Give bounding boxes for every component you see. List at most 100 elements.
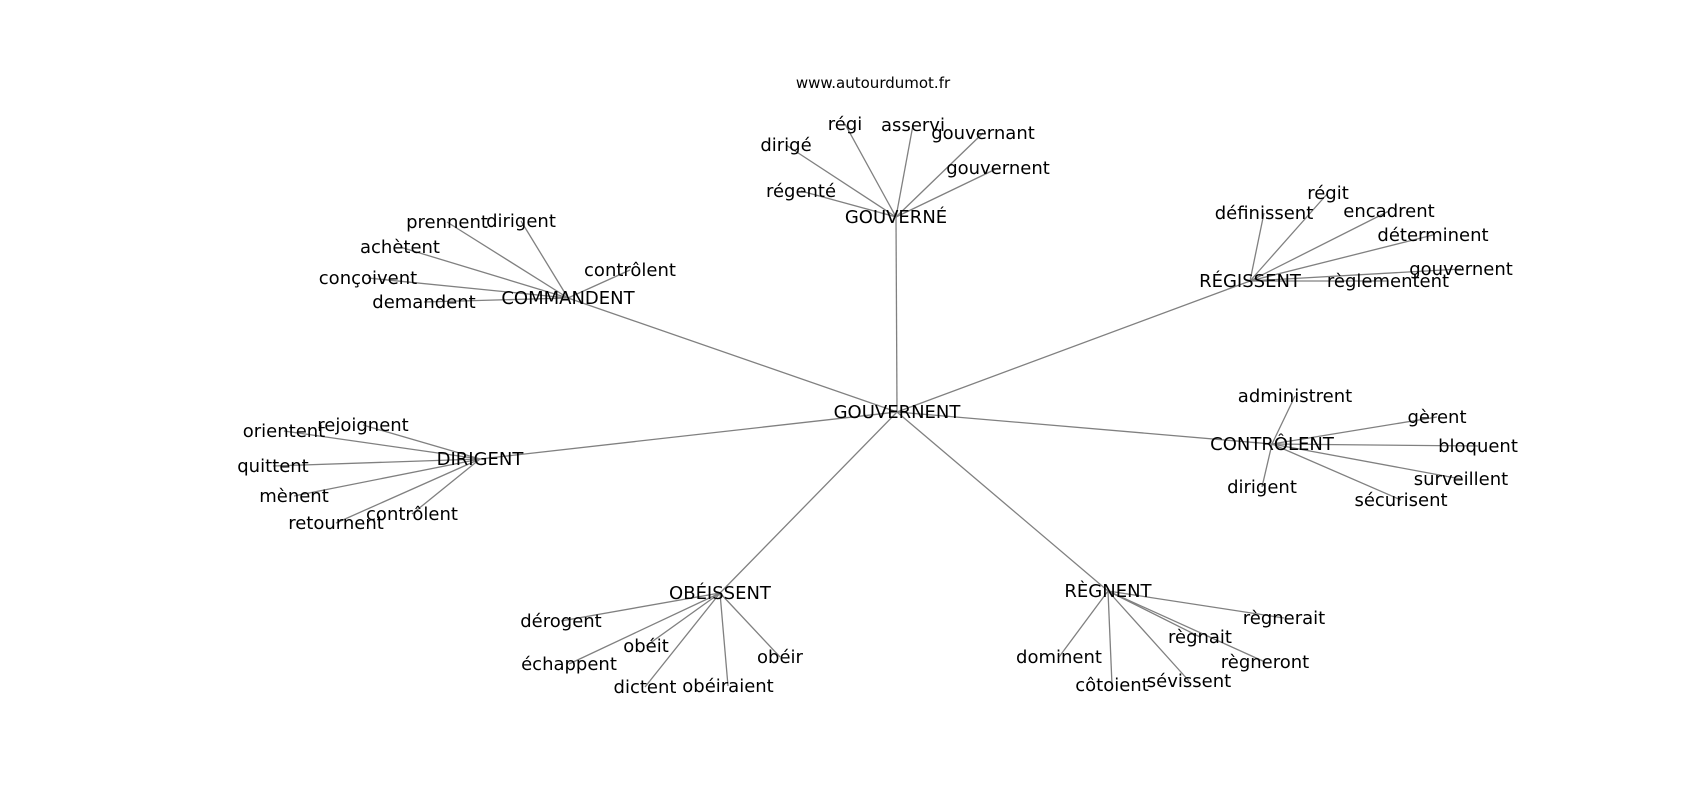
branch-node-obeissent[interactable]: OBÉISSENT: [669, 582, 772, 604]
leaf-node-obeissent-obeit[interactable]: obéit: [623, 636, 669, 657]
leaf-node-controlent-gerent[interactable]: gèrent: [1407, 407, 1466, 428]
edge-regnent-regnait: [1107, 590, 1201, 638]
leaf-node-commandent-prennent[interactable]: prennent: [406, 212, 488, 233]
branch-node-gouverne[interactable]: GOUVERNÉ: [845, 206, 947, 228]
leaf-node-regissent-determinent[interactable]: déterminent: [1377, 225, 1488, 246]
leaf-node-dirigent-menent[interactable]: mènent: [259, 486, 329, 507]
edge-controlent-administrent: [1271, 395, 1296, 445]
edge-gouverne-regente: [800, 190, 897, 218]
leaf-node-dirigent-orientent[interactable]: orientent: [243, 421, 326, 442]
leaf-node-dirigent-retournent[interactable]: retournent: [288, 513, 384, 534]
edge-controlent-surveillent: [1271, 443, 1462, 480]
edge-obeissent-obeiraient: [719, 592, 729, 687]
leaf-node-obeissent-obeir[interactable]: obéir: [757, 647, 804, 668]
edge-dirigent-rejoignent: [362, 424, 481, 460]
edge-regnent-sevissent: [1107, 590, 1190, 682]
edge-commandent-dirigent: [520, 220, 569, 299]
leaf-node-regnent-sevissent[interactable]: sévissent: [1147, 671, 1231, 692]
graph-edges: [272, 123, 1479, 688]
branch-node-regissent[interactable]: RÉGISSENT: [1199, 270, 1302, 292]
edge-gouverne-asservi: [895, 124, 914, 218]
leaf-node-controlent-bloquent[interactable]: bloquent: [1438, 436, 1518, 457]
leaf-node-obeissent-echappent[interactable]: échappent: [521, 654, 617, 675]
edge-controlent-dirigent: [1261, 443, 1273, 488]
edge-regissent-encadrent: [1249, 210, 1390, 282]
edge-commandent-prennent: [446, 221, 569, 299]
edge-dirigent-orientent: [283, 430, 481, 460]
leaf-node-obeissent-obeiraient[interactable]: obéiraient: [682, 676, 774, 697]
edge-gouverne-gouvernent: [895, 167, 999, 218]
leaf-node-controlent-surveillent[interactable]: surveillent: [1414, 469, 1508, 490]
leaf-node-regissent-gouvernent[interactable]: gouvernent: [1409, 259, 1513, 280]
leaf-node-gouverne-gouvernant[interactable]: gouvernant: [931, 123, 1035, 144]
edge-regnent-regneront: [1107, 590, 1266, 663]
leaf-node-regissent-regit[interactable]: régit: [1307, 183, 1349, 204]
leaf-node-gouverne-asservi[interactable]: asservi: [881, 115, 945, 136]
leaf-node-gouverne-regente[interactable]: régenté: [766, 181, 836, 202]
leaf-node-dirigent-rejoignent[interactable]: rejoignent: [317, 415, 408, 436]
leaf-node-regissent-definissent[interactable]: définissent: [1215, 203, 1314, 224]
edge-regnent-dominent: [1058, 590, 1109, 658]
edge-gouverne-gouvernant: [895, 132, 984, 218]
branch-node-regnent[interactable]: RÈGNENT: [1064, 580, 1152, 602]
edge-dirigent-menent: [293, 458, 481, 497]
edge-root-regissent: [896, 280, 1251, 413]
edge-root-dirigent: [479, 411, 898, 460]
edge-obeissent-echappent: [568, 592, 721, 665]
edge-controlent-bloquent: [1271, 443, 1479, 447]
edge-gouverne-dirige: [785, 144, 897, 218]
leaf-node-commandent-controlent[interactable]: contrôlent: [584, 260, 676, 281]
branch-node-dirigent[interactable]: DIRIGENT: [437, 449, 525, 470]
leaf-node-controlent-securisent[interactable]: sécurisent: [1354, 490, 1447, 511]
leaf-node-regnent-regnait[interactable]: règnait: [1168, 627, 1232, 648]
edge-commandent-demandent: [423, 297, 569, 303]
leaf-node-regissent-encadrent[interactable]: encadrent: [1343, 201, 1434, 222]
edge-commandent-controlent: [567, 269, 631, 299]
branch-node-commandent[interactable]: COMMANDENT: [501, 288, 635, 309]
leaf-node-commandent-achetent[interactable]: achètent: [360, 237, 440, 258]
leaf-node-gouverne-gouvernent[interactable]: gouvernent: [946, 158, 1050, 179]
leaf-node-commandent-concoivent[interactable]: conçoivent: [319, 268, 417, 289]
edge-regissent-determinent: [1249, 234, 1434, 282]
edge-obeissent-obeir: [719, 592, 781, 658]
edge-dirigent-retournent: [335, 458, 481, 524]
edge-regissent-definissent: [1249, 212, 1265, 282]
edge-regnent-regnerait: [1107, 590, 1285, 619]
edge-commandent-concoivent: [367, 277, 569, 299]
leaf-node-controlent-administrent[interactable]: administrent: [1238, 386, 1352, 407]
branch-node-controlent[interactable]: CONTRÔLENT: [1210, 433, 1335, 455]
leaf-node-obeissent-derogent[interactable]: dérogent: [520, 611, 601, 632]
edge-commandent-achetent: [399, 246, 569, 299]
leaf-node-regnent-regneront[interactable]: règneront: [1221, 652, 1309, 673]
edge-controlent-securisent: [1271, 443, 1402, 501]
leaf-node-obeissent-dictent[interactable]: dictent: [614, 677, 677, 698]
leaf-node-dirigent-controlent[interactable]: contrôlent: [366, 504, 458, 525]
edge-obeissent-derogent: [560, 592, 721, 622]
edge-regnent-cotoient: [1107, 590, 1113, 686]
edge-dirigent-controlent: [411, 458, 481, 515]
edge-root-obeissent: [719, 411, 898, 594]
edge-gouverne-regi: [844, 123, 897, 218]
edge-root-gouverne: [895, 216, 898, 413]
leaf-node-regissent-reglementent[interactable]: règlementent: [1327, 271, 1449, 292]
leaf-node-regnent-regnerait[interactable]: règnerait: [1243, 608, 1325, 629]
leaf-node-gouverne-regi[interactable]: régi: [828, 114, 863, 135]
edge-root-commandent: [567, 297, 898, 413]
edge-regissent-regit: [1249, 192, 1329, 282]
leaf-node-dirigent-quittent[interactable]: quittent: [237, 456, 309, 477]
edge-regissent-gouvernent: [1249, 268, 1462, 282]
edge-dirigent-quittent: [272, 458, 481, 467]
leaf-node-regnent-dominent[interactable]: dominent: [1016, 647, 1102, 668]
leaf-node-gouverne-dirige[interactable]: dirigé: [760, 135, 811, 156]
leaf-node-regnent-cotoient[interactable]: côtoient: [1075, 675, 1149, 696]
edge-controlent-gerent: [1271, 416, 1438, 445]
edge-root-regnent: [896, 411, 1109, 592]
leaf-node-commandent-demandent[interactable]: demandent: [372, 292, 475, 313]
root-node-label[interactable]: GOUVERNENT: [834, 402, 962, 423]
edge-obeissent-obeit: [645, 592, 721, 647]
edge-root-controlent: [896, 411, 1273, 445]
leaf-node-commandent-dirigent[interactable]: dirigent: [486, 211, 556, 232]
leaf-node-controlent-dirigent[interactable]: dirigent: [1227, 477, 1297, 498]
